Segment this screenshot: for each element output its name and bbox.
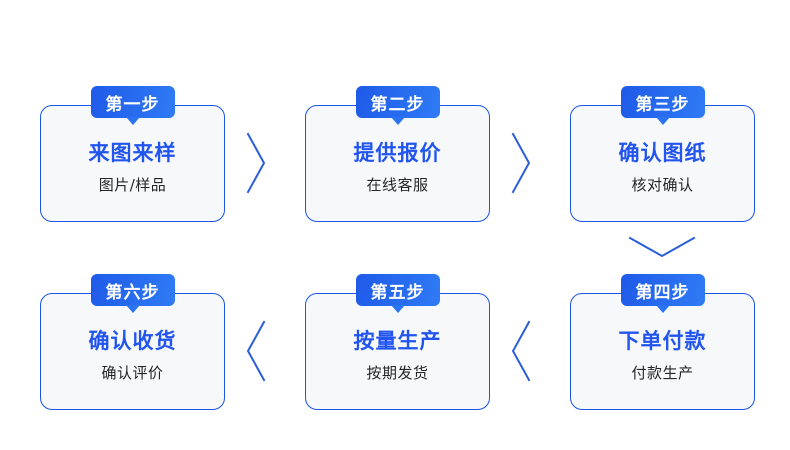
step-subtitle-1: 图片/样品 (98, 175, 167, 194)
step-title-5: 按量生产 (353, 328, 442, 353)
step-subtitle-2: 在线客服 (366, 175, 429, 194)
step-title-4: 下单付款 (618, 328, 707, 353)
step-title-3: 确认图纸 (618, 140, 707, 165)
chevron-down-icon (624, 233, 700, 263)
step-title-1: 来图来样 (88, 140, 177, 165)
step-card-1[interactable]: 第一步 来图来样 图片/样品 (40, 86, 225, 222)
step-subtitle-5: 按期发货 (366, 363, 429, 382)
step-badge-4: 第四步 (620, 274, 705, 306)
step-subtitle-3: 核对确认 (631, 175, 694, 194)
chevron-left-icon (508, 316, 534, 386)
chevron-left-icon (243, 316, 269, 386)
step-badge-6: 第六步 (90, 274, 175, 306)
chevron-right-icon (508, 128, 534, 198)
step-badge-3: 第三步 (620, 86, 705, 118)
step-badge-5: 第五步 (355, 274, 440, 306)
step-card-2[interactable]: 第二步 提供报价 在线客服 (305, 86, 490, 222)
step-card-6[interactable]: 第六步 确认收货 确认评价 (40, 274, 225, 410)
step-badge-2: 第二步 (355, 86, 440, 118)
step-subtitle-4: 付款生产 (631, 363, 694, 382)
step-card-5[interactable]: 第五步 按量生产 按期发货 (305, 274, 490, 410)
step-badge-1: 第一步 (90, 86, 175, 118)
step-card-4[interactable]: 第四步 下单付款 付款生产 (570, 274, 755, 410)
step-title-2: 提供报价 (353, 140, 442, 165)
step-subtitle-6: 确认评价 (101, 363, 164, 382)
step-card-3[interactable]: 第三步 确认图纸 核对确认 (570, 86, 755, 222)
step-title-6: 确认收货 (88, 328, 177, 353)
chevron-right-icon (243, 128, 269, 198)
